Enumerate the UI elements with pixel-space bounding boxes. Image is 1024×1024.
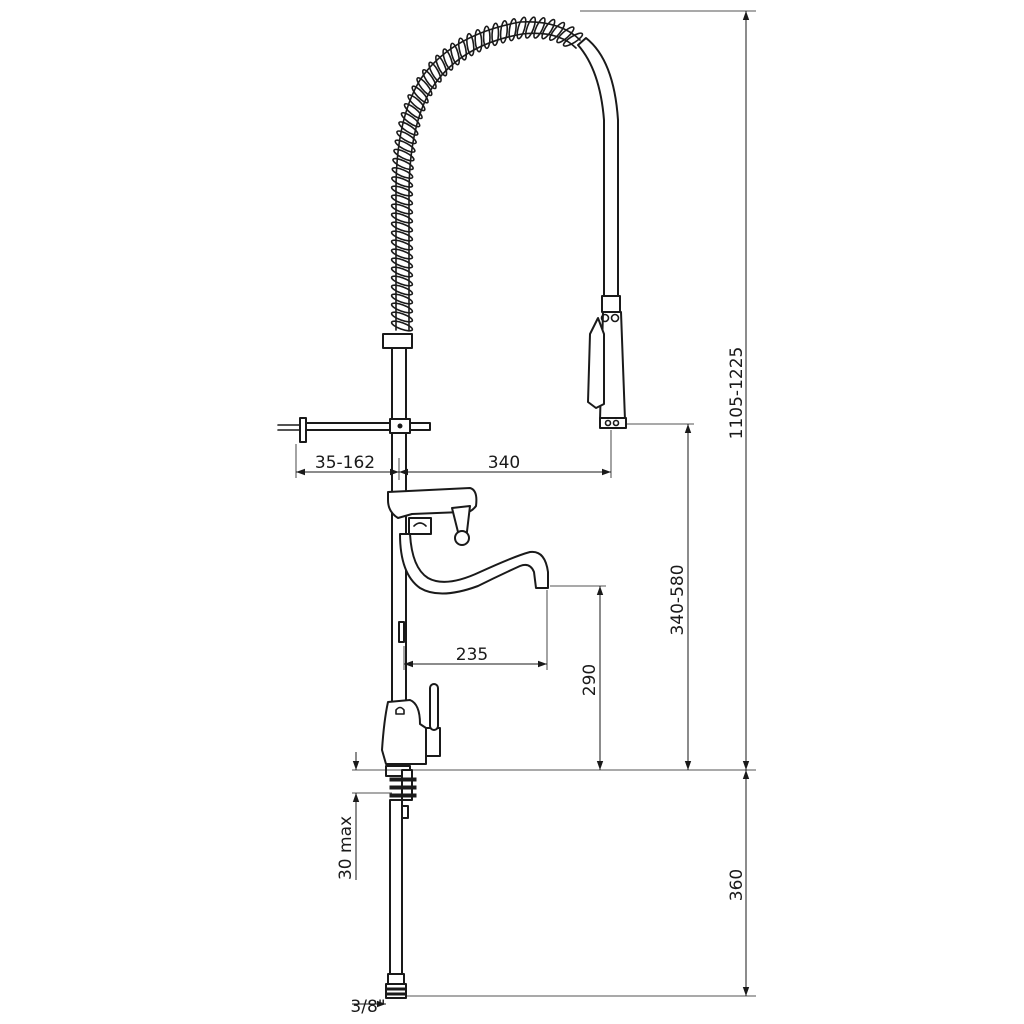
under-counter-label: 360 <box>727 869 747 901</box>
coil-loop <box>407 94 426 112</box>
total-height-label: 1105-1225 <box>727 347 747 440</box>
shower-hose <box>577 37 619 301</box>
coil-loop <box>411 85 429 104</box>
coil-loop <box>516 16 527 40</box>
coil-loop <box>392 157 414 171</box>
coil-loop <box>390 248 414 260</box>
coil-loop <box>394 139 416 153</box>
coil-loop <box>556 26 575 44</box>
coil-loop <box>499 20 509 44</box>
coil-loop <box>396 130 417 145</box>
supply-connector <box>385 973 407 999</box>
coil-loop <box>541 18 556 40</box>
supply-hose <box>389 799 403 977</box>
coil-loop <box>390 221 414 233</box>
coil-loop <box>390 194 414 206</box>
coil-loop <box>390 302 414 314</box>
spout-reach-label: 235 <box>456 645 488 665</box>
bracket-reach-label: 35-162 <box>315 453 375 473</box>
coil-loop <box>390 230 414 242</box>
coil-loop <box>562 32 584 47</box>
counter-thickness-label: 30 max <box>336 816 356 880</box>
coil-loop <box>548 21 566 41</box>
coil-loop <box>390 320 414 332</box>
coil-loop <box>457 37 468 61</box>
coil-loop <box>403 102 423 120</box>
riser-collar <box>382 333 413 349</box>
coil-loop <box>491 22 500 47</box>
coil-loop <box>390 203 414 215</box>
extension-lines <box>295 10 756 997</box>
coil-loop <box>449 42 461 66</box>
shower-height-label: 340-580 <box>668 564 688 635</box>
coil-loop <box>428 61 442 83</box>
coil-loop <box>390 275 414 287</box>
coil-loop <box>442 48 454 71</box>
wall-bracket <box>277 417 431 443</box>
spring-coil <box>390 16 584 332</box>
mounting-shank <box>385 765 417 819</box>
hand-shower <box>587 295 627 429</box>
coil-loop <box>482 25 491 50</box>
coil-loop <box>524 16 537 39</box>
coil-loop <box>533 17 546 39</box>
deck-valve <box>381 683 441 765</box>
spout-valve <box>387 487 549 595</box>
coil-loop <box>416 77 433 97</box>
shower-offset-label: 340 <box>488 453 520 473</box>
coil-loop <box>474 28 483 53</box>
coil-loop <box>390 212 414 224</box>
coil-loop <box>390 239 414 251</box>
coil-loop <box>390 293 414 305</box>
coil-loop <box>398 121 419 136</box>
riser-marker <box>398 621 405 643</box>
coil-loop <box>391 176 414 188</box>
coil-loop <box>400 111 421 128</box>
coil-loop <box>421 68 437 90</box>
coil-loop <box>390 284 414 296</box>
spout-height-label: 290 <box>580 664 600 696</box>
coil-loop <box>390 311 414 323</box>
connection-label: 3/8" <box>350 997 385 1017</box>
coil-loop <box>508 17 517 42</box>
coil-loop <box>390 266 414 278</box>
coil-loop <box>391 166 414 180</box>
coil-loop <box>393 148 415 162</box>
coil-loop <box>390 257 414 269</box>
